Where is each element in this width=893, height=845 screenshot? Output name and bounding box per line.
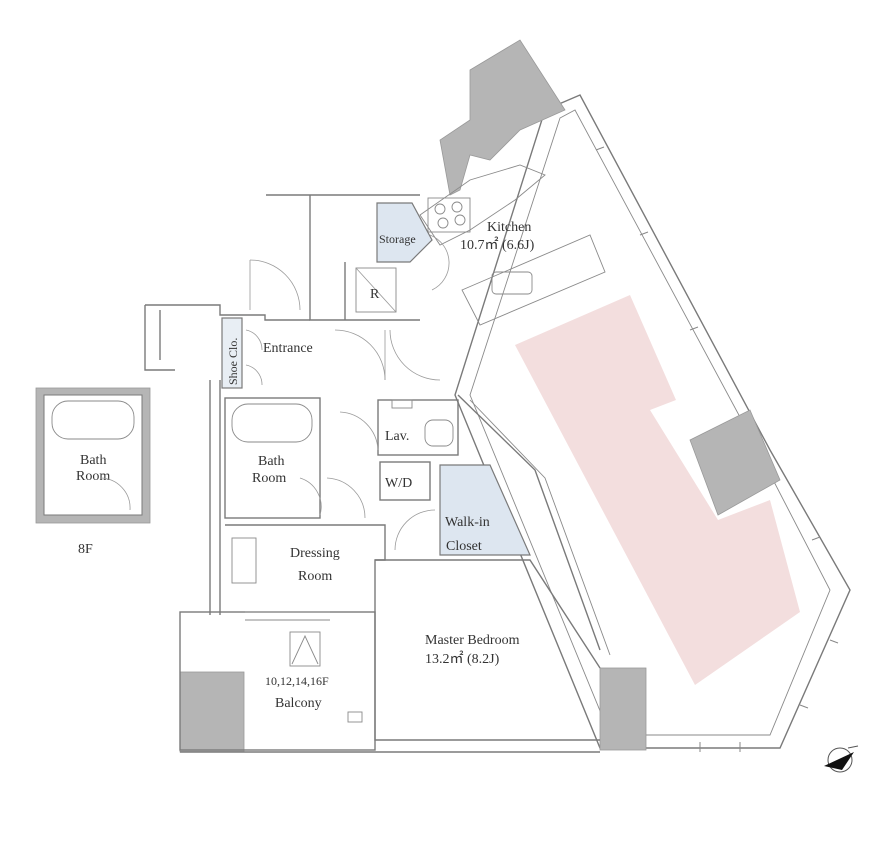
balcony-column [179, 671, 245, 753]
master-bedroom-label: Master Bedroom [425, 633, 520, 648]
floor-label-8f: 8F [78, 542, 93, 557]
living-dining-room-area [454, 94, 851, 752]
storage-room [376, 202, 433, 263]
balcony: 10,12,14,16F Balcony [179, 611, 376, 751]
walk-in-closet-label-1: Walk-in [445, 515, 490, 530]
entrance-door-swing [249, 259, 301, 311]
entrance-walls [144, 194, 420, 615]
washer-dryer: W/D [379, 461, 431, 501]
kitchen-wall-block [439, 39, 566, 196]
storage-label: Storage [379, 232, 416, 246]
dressing-room: Dressing Room [225, 524, 386, 605]
kitchen-sink [491, 271, 533, 295]
bedroom-column [599, 667, 647, 751]
shoe-closet: Shoe Clo. [221, 317, 243, 389]
washer-dryer-label: W/D [385, 476, 412, 491]
master-bedroom-area: 13.2㎡ (8.2J) [425, 651, 500, 667]
balcony-hatch [289, 631, 321, 667]
dressing-room-label-1: Dressing [290, 546, 340, 561]
compass-north-icon [824, 745, 859, 773]
refrigerator-label: R [370, 287, 380, 302]
entrance-label: Entrance [263, 341, 313, 356]
sink-counter [391, 399, 413, 409]
bathtub [231, 403, 313, 443]
bath-room-8f-label-1: Bath [80, 453, 106, 468]
refrigerator: R [355, 267, 397, 313]
kitchen-island [461, 234, 606, 326]
bath-room-label-2: Room [252, 471, 286, 486]
shoe-closet-label: Shoe Clo. [226, 338, 240, 385]
kitchen-area: 10.7㎡ (6.6J) [460, 237, 535, 253]
living-highlight-zone [515, 295, 800, 685]
master-bedroom: Master Bedroom 13.2㎡ (8.2J) [374, 559, 601, 741]
toilet [424, 419, 454, 447]
storage: Storage [376, 202, 433, 263]
balcony-floors-label: 10,12,14,16F [265, 674, 329, 688]
walk-in-closet-label-2: Closet [446, 539, 482, 554]
bath-room-main: Bath Room [224, 397, 366, 519]
dressing-room-label-2: Room [298, 569, 332, 584]
bathtub-8f [51, 400, 135, 440]
lavatory: Lav. [339, 399, 459, 456]
walk-in-closet: Walk-in Closet [394, 464, 531, 556]
vanity [231, 537, 257, 584]
living-column [689, 409, 781, 516]
bath-room-8f: Bath Room 8F [35, 387, 151, 557]
bath-room-label-1: Bath [258, 454, 284, 469]
lavatory-label: Lav. [385, 429, 409, 444]
kitchen-label: Kitchen [487, 220, 531, 235]
cooktop [427, 197, 471, 233]
kitchen: Kitchen 10.7㎡ (6.6J) [419, 164, 606, 326]
balcony-label: Balcony [275, 696, 322, 711]
bath-room-8f-label-2: Room [76, 469, 110, 484]
